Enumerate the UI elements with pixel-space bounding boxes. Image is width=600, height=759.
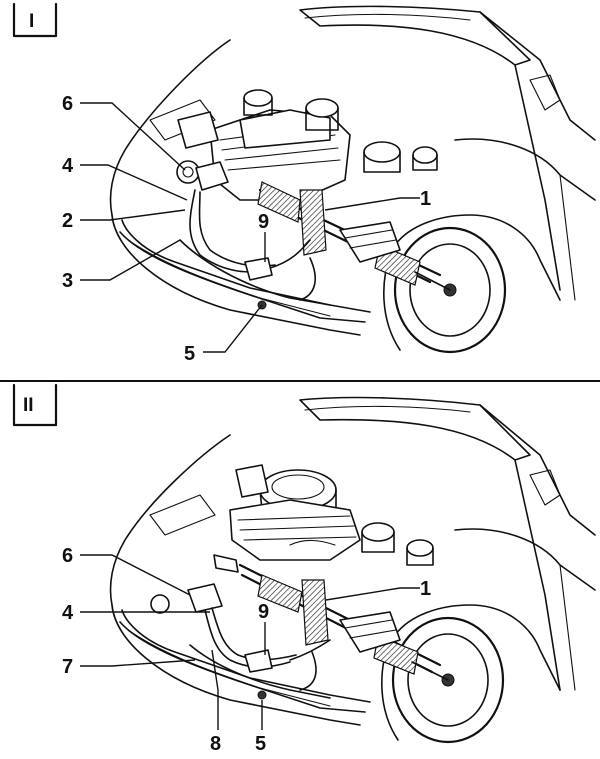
callout-3: 3 <box>62 270 73 292</box>
callouts-1: 6 4 2 3 9 1 5 <box>62 93 431 365</box>
callout-8: 8 <box>210 733 221 755</box>
callout-6: 6 <box>62 93 73 115</box>
callout-1: 1 <box>420 188 431 210</box>
callout-4: 4 <box>62 602 74 624</box>
panel-1-label-box: I <box>12 2 58 38</box>
engine-2 <box>213 464 434 573</box>
callout-9: 9 <box>258 601 269 623</box>
callout-1: 1 <box>420 578 431 600</box>
callout-5: 5 <box>255 733 266 755</box>
callout-9: 9 <box>258 211 269 233</box>
panel-1-label: I <box>29 11 34 32</box>
engine-1 <box>176 89 438 201</box>
car-body-1 <box>109 5 596 354</box>
leaders-2 <box>80 554 420 730</box>
panel-2-label-box: II <box>12 383 58 427</box>
callout-5: 5 <box>184 343 195 365</box>
callout-4: 4 <box>62 155 74 177</box>
leaders-1 <box>80 102 420 353</box>
panel-2: II <box>12 383 596 755</box>
panel-1: I <box>12 2 596 365</box>
panel-2-label: II <box>23 395 34 416</box>
car-body-2 <box>109 396 596 744</box>
steering-rack-1 <box>179 181 457 310</box>
callout-2: 2 <box>62 210 73 232</box>
steering-rack-2 <box>150 563 455 700</box>
callout-7: 7 <box>62 656 73 678</box>
callouts-2: 6 4 7 9 1 8 5 <box>62 545 431 755</box>
callout-6: 6 <box>62 545 73 567</box>
